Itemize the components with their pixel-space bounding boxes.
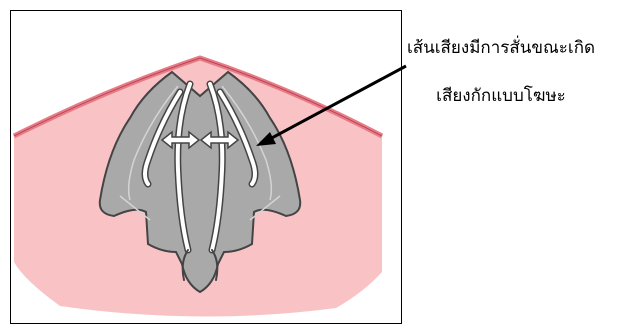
annotation-line-2: เสียงกักแบบโฆษะ (372, 82, 630, 109)
annotation-line-1: เส้นเสียงมีการสั่นขณะเกิด (372, 34, 630, 61)
